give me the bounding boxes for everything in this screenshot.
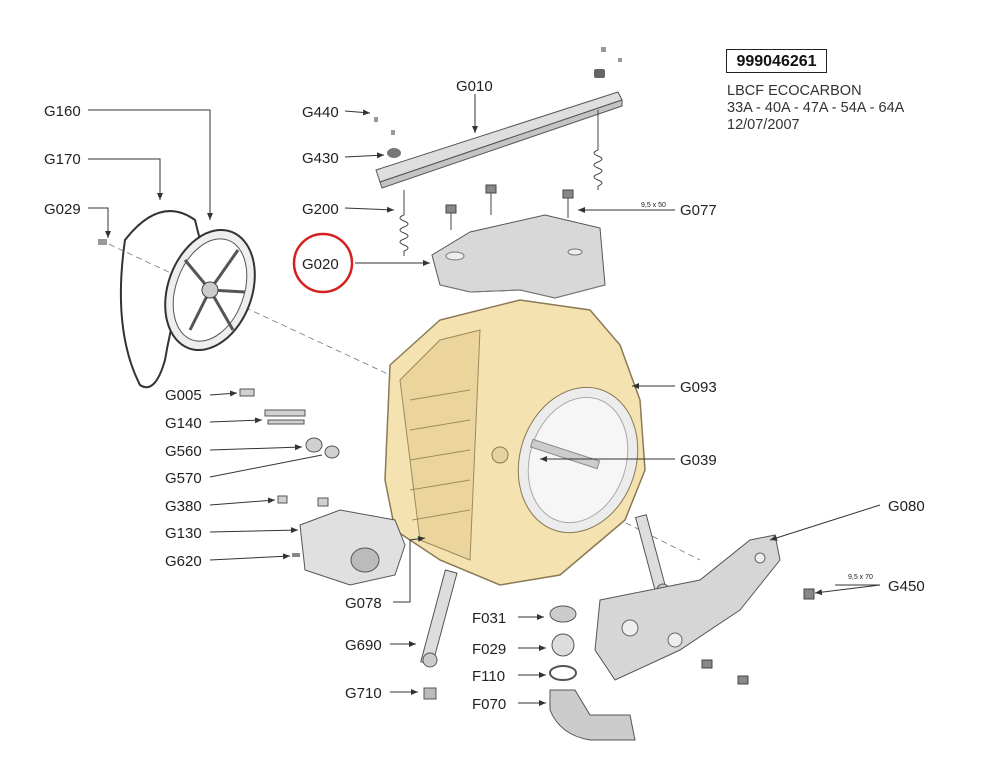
label-g080: G080 bbox=[888, 498, 925, 515]
label-g170: G170 bbox=[44, 151, 81, 168]
assembly-axis-line bbox=[99, 239, 391, 376]
label-g077: G077 bbox=[680, 202, 717, 219]
label-g130: G130 bbox=[165, 525, 202, 542]
label-f070: F070 bbox=[472, 696, 506, 713]
motor-part bbox=[292, 509, 406, 586]
counterweight-bolts-part bbox=[445, 184, 574, 230]
lower-counterweight-part bbox=[594, 534, 781, 681]
label-g010: G010 bbox=[456, 78, 493, 95]
top-counterweight-part bbox=[431, 214, 606, 299]
label-g020: G020 bbox=[302, 256, 339, 273]
label-g200: G200 bbox=[302, 201, 339, 218]
pulley-part bbox=[164, 228, 256, 352]
label-g380: G380 bbox=[165, 498, 202, 515]
tub-port-part bbox=[491, 446, 509, 464]
damper-left-part bbox=[420, 569, 458, 700]
model-variants: 33A - 40A - 47A - 54A - 64A bbox=[727, 100, 905, 116]
damper-right-part bbox=[634, 514, 670, 597]
tub-part bbox=[384, 299, 646, 586]
pump-parts bbox=[549, 605, 636, 741]
model-title: LBCF ECOCARBON bbox=[727, 83, 862, 99]
pulley-screw-part bbox=[98, 239, 107, 245]
model-date: 12/07/2007 bbox=[727, 117, 800, 133]
label-g710: G710 bbox=[345, 685, 382, 702]
label-g560: G560 bbox=[165, 443, 202, 460]
label-g570: G570 bbox=[165, 470, 202, 487]
highlight-circle bbox=[292, 232, 354, 294]
label-g039: G039 bbox=[680, 452, 717, 469]
label-g093: G093 bbox=[680, 379, 717, 396]
label-g078: G078 bbox=[345, 595, 382, 612]
drum-paddle-part bbox=[529, 438, 601, 470]
label-f110: F110 bbox=[472, 668, 505, 685]
label-g029: G029 bbox=[44, 201, 81, 218]
top-rail-part bbox=[375, 91, 623, 189]
label-f029: F029 bbox=[472, 641, 506, 658]
label-g450: G450 bbox=[888, 578, 925, 595]
label-g077-dimension: 9,5 x 50 bbox=[641, 202, 666, 209]
label-g140: G140 bbox=[165, 415, 202, 432]
g450-bolts-part bbox=[701, 588, 815, 685]
label-g430: G430 bbox=[302, 150, 339, 167]
label-g620: G620 bbox=[165, 553, 202, 570]
g440-g430-parts bbox=[374, 117, 401, 158]
label-g005: G005 bbox=[165, 387, 202, 404]
label-g160: G160 bbox=[44, 103, 81, 120]
label-g440: G440 bbox=[302, 104, 339, 121]
label-g450-dimension: 9,5 x 70 bbox=[848, 574, 873, 581]
label-f031: F031 bbox=[472, 610, 506, 627]
label-g690: G690 bbox=[345, 637, 382, 654]
drive-belt-part bbox=[119, 210, 202, 389]
model-code-box: 999046261 bbox=[726, 49, 827, 73]
spring-part bbox=[399, 110, 603, 256]
left-small-parts bbox=[239, 388, 340, 507]
top-screws-part bbox=[594, 47, 622, 78]
